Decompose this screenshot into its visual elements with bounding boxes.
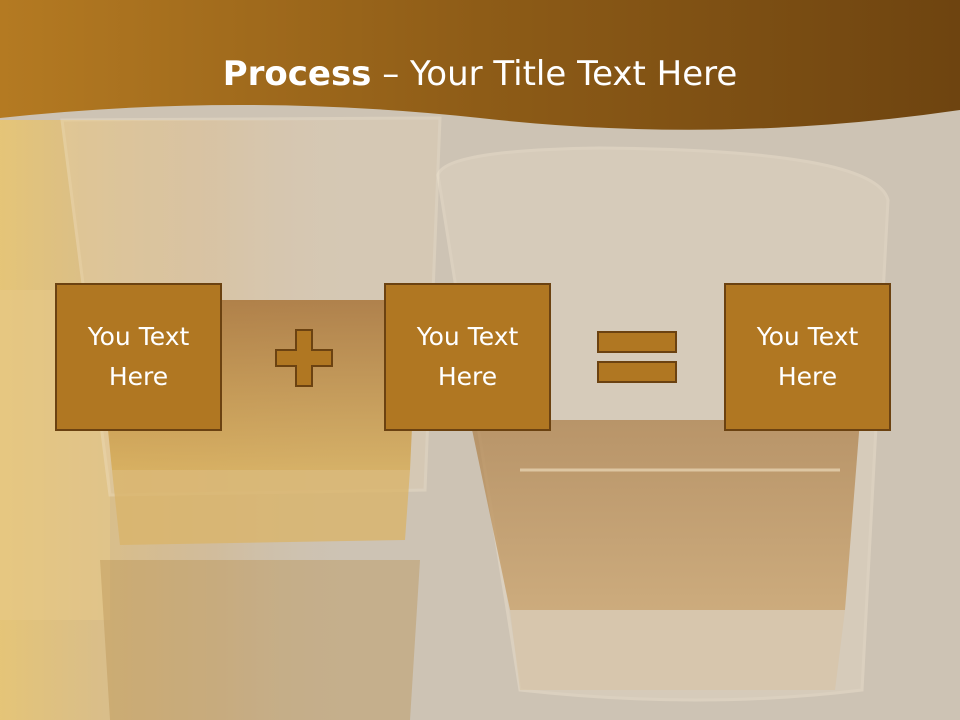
process-box-1-text: You Text Here (87, 322, 190, 391)
title-bold-text: Process (222, 54, 372, 94)
title-rest-text: – Your Title Text Here (371, 54, 738, 94)
process-box-3-text: You Text Here (756, 322, 859, 391)
slide-title: Process – Your Title Text Here (0, 52, 960, 96)
process-box-2[interactable]: You Text Here (384, 283, 551, 431)
process-box-3[interactable]: You Text Here (724, 283, 891, 431)
plus-icon (275, 329, 333, 387)
process-box-1[interactable]: You Text Here (55, 283, 222, 431)
process-box-2-text: You Text Here (416, 322, 519, 391)
equals-icon (597, 331, 677, 383)
